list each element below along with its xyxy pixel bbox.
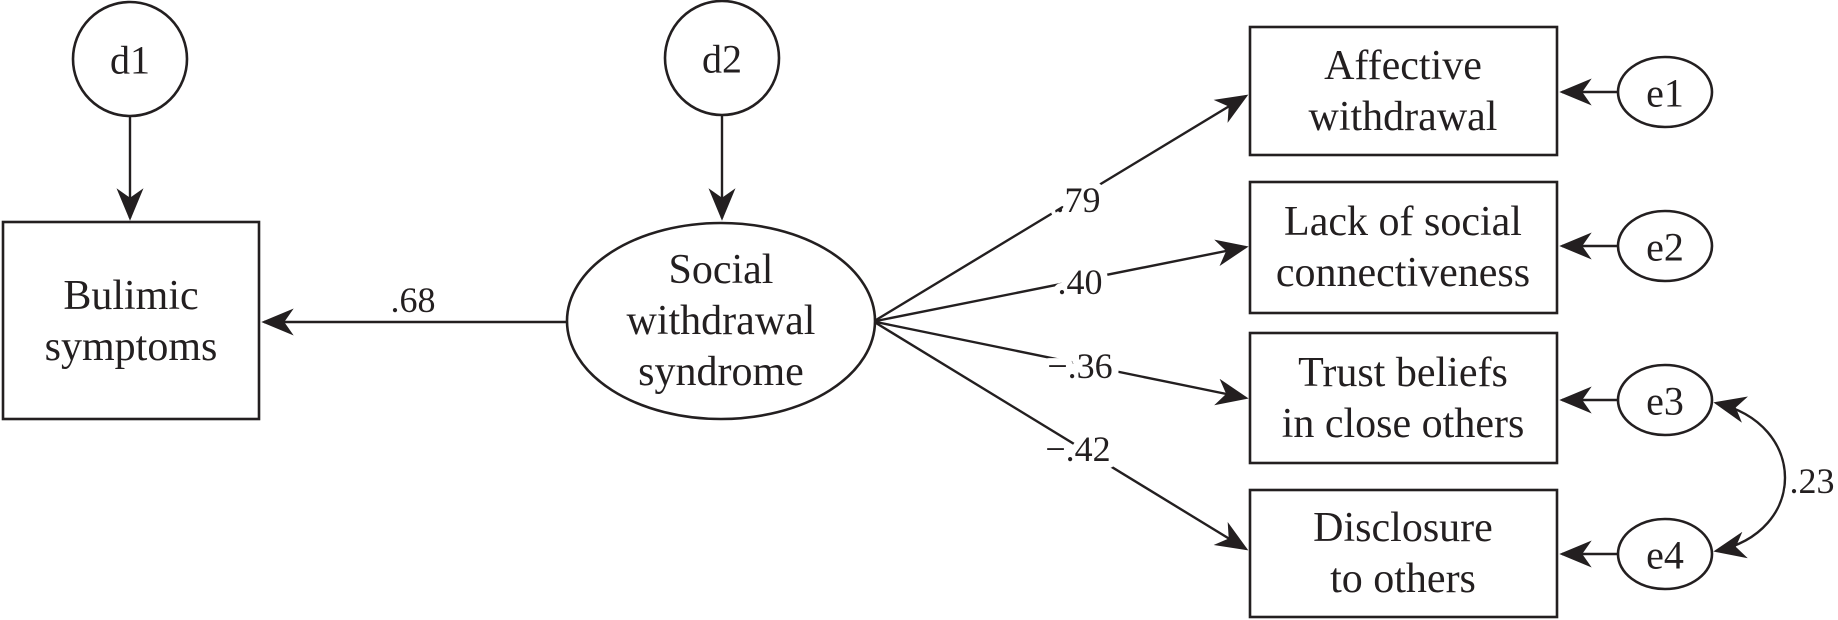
indicator-3-label-line1: Trust beliefs xyxy=(1298,350,1508,396)
indicator-1-label-line1: Affective xyxy=(1324,43,1482,89)
coefficient-loading-1: .79 xyxy=(1056,180,1101,220)
error-e2-ellipse xyxy=(1616,209,1714,283)
disturbance-d1-circle xyxy=(71,0,189,118)
error-e3-ellipse xyxy=(1616,363,1714,437)
error-e4-ellipse xyxy=(1616,517,1714,591)
latent-label-line2: withdrawal xyxy=(627,298,816,344)
error-e1-ellipse xyxy=(1616,55,1714,129)
disturbance-d2-circle xyxy=(663,0,781,117)
edges xyxy=(116,78,1787,568)
latent-ellipse xyxy=(565,221,877,421)
indicator-4-label-line1: Disclosure xyxy=(1313,505,1493,551)
coefficient-loading-2: .40 xyxy=(1058,262,1103,302)
path-latent-to-indicator-4 xyxy=(875,321,1249,551)
latent-label-line1: Social xyxy=(669,247,774,293)
error-e3-label: e3 xyxy=(1646,379,1684,424)
indicator-4-box xyxy=(1248,488,1559,619)
outcome-label-line2: symptoms xyxy=(45,324,218,370)
indicator-1-label-line2: withdrawal xyxy=(1309,94,1498,140)
coefficient-loading-3: −.36 xyxy=(1047,346,1112,386)
indicator-3-box xyxy=(1248,331,1559,465)
disturbance-d2-label: d2 xyxy=(702,37,742,82)
coefficient-loading-4: −.42 xyxy=(1045,429,1110,469)
coefficient-labels: .68 .79 .40 −.36 −.42 .23 xyxy=(384,173,1838,508)
path-covariance-e3-e4 xyxy=(1713,396,1787,559)
coefficient-latent-outcome: .68 xyxy=(391,280,436,320)
indicator-4-label-line2: to others xyxy=(1330,556,1476,602)
disturbance-d1-label: d1 xyxy=(110,38,150,83)
indicator-2-label-line1: Lack of social xyxy=(1284,199,1522,245)
coefficient-covariance-e3-e4: .23 xyxy=(1790,461,1835,501)
indicator-2-box xyxy=(1248,180,1559,315)
error-e2-label: e2 xyxy=(1646,225,1684,270)
path-latent-to-indicator-3 xyxy=(875,320,1249,406)
nodes: d1 d2 Bulimic symptoms Social withdrawal… xyxy=(1,0,1714,619)
path-latent-to-indicator-2 xyxy=(875,239,1249,323)
latent-label-line3: syndrome xyxy=(638,349,804,395)
indicator-1-box xyxy=(1248,25,1559,157)
error-e4-label: e4 xyxy=(1646,533,1684,578)
outcome-box xyxy=(1,220,261,421)
error-e1-label: e1 xyxy=(1646,71,1684,116)
outcome-label-line1: Bulimic xyxy=(63,273,198,319)
indicator-2-label-line2: connectiveness xyxy=(1276,250,1530,296)
path-latent-to-indicator-1 xyxy=(875,94,1249,322)
indicator-3-label-line2: in close others xyxy=(1282,401,1525,447)
